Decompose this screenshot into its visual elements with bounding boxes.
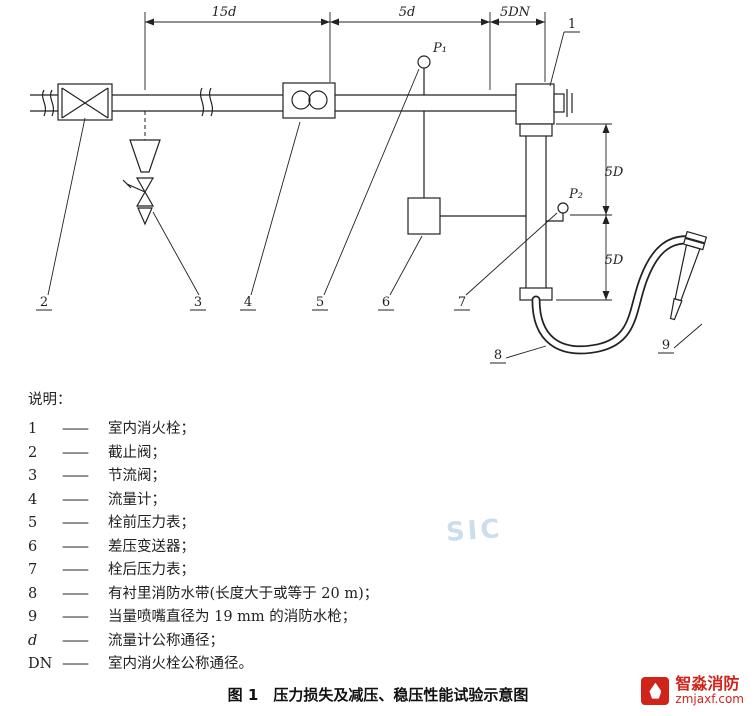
gauge-p2: P₂ [546,187,583,222]
legend-key: 7 [28,562,38,578]
brand-logo-icon [641,676,670,705]
legend-key: 1 [28,421,38,437]
dim-5d-lower-label: 5D [605,253,624,268]
legend-title: 说明： [28,392,72,408]
callout-7: 7 [454,212,558,311]
legend-item-7: 7 —— 栓后压力表； [28,558,728,582]
legend-text: 截止阀； [108,444,166,461]
legend-key: d [28,632,38,649]
legend-key: 5 [28,515,38,531]
legend-text: 有衬里消防水带(长度大于或等于 20 m)； [108,585,379,602]
callout-2: 2 [36,117,86,311]
diff-pressure-transducer [407,111,526,235]
figure-caption: 图 1 压力损失及减压、稳压性能试验示意图 [227,686,529,704]
legend-separator: —— [62,468,89,484]
brand-text: 智淼消防 zmjaxf.com [675,675,744,706]
legend-separator: —— [62,538,89,555]
legend-item-6: 6 —— 差压变送器； [28,535,728,559]
legend-text: 栓前压力表； [108,515,195,531]
pipe-break-mid [199,87,214,117]
legend-separator: —— [62,515,89,531]
p1-label: P₁ [432,41,447,56]
throttle-valve [122,111,161,226]
legend-text: 室内消火栓； [108,421,195,437]
legend-text: 栓后压力表； [108,562,195,578]
callout-3: 3 [152,211,206,311]
dim-5dn-label: 5DN [500,5,531,20]
callout-8: 8 [490,345,547,364]
legend-key: 8 [28,585,38,602]
legend-item-9: 9 —— 当量喷嘴直径为 19 mm 的消防水枪； [28,605,728,629]
legend-key: 2 [28,444,38,461]
legend-separator: —— [62,491,89,508]
legend: 说明： 1 —— 室内消火栓； 2 —— 截止阀； 3 —— 节流阀； 4 ——… [28,388,728,676]
legend-key: 9 [28,609,38,625]
legend-separator: —— [62,656,89,672]
dimension-right: 5D 5D [556,123,624,301]
svg-text:1: 1 [568,17,576,32]
legend-item-4: 4 —— 流量计； [28,488,728,512]
legend-separator: —— [62,421,89,437]
legend-key: DN [28,656,53,672]
legend-text: 流量计公称通径； [108,632,224,649]
legend-item-2: 2 —— 截止阀； [28,441,728,465]
dim-5d-upper-label: 5D [605,165,624,180]
callout-6: 6 [378,235,423,311]
brand-url: zmjaxf.com [675,691,744,706]
schematic-diagram: 15d 5d 5DN [30,5,708,364]
stop-valve [57,83,113,121]
p2-label: P₂ [568,187,583,202]
legend-text: 流量计； [108,491,166,508]
svg-text:2: 2 [40,295,48,310]
dimension-top: 15d 5d 5DN [144,5,546,90]
legend-separator: —— [62,562,89,578]
dim-15d-label: 15d [212,5,237,20]
svg-text:8: 8 [494,348,502,363]
svg-text:6: 6 [382,295,390,310]
svg-text:3: 3 [194,295,202,310]
legend-item-3: 3 —— 节流阀； [28,464,728,488]
legend-text: 差压变送器； [108,538,195,555]
legend-text: 节流阀； [108,468,166,484]
center-watermark: SIC [445,514,504,548]
nozzle [669,230,708,321]
callout-1: 1 [549,17,580,87]
hydrant [515,83,573,301]
callout-5: 5 [312,68,420,311]
flow-meter [282,82,336,119]
legend-separator: —— [62,585,89,602]
pipe-break-left [41,89,55,117]
legend-separator: —— [62,632,89,649]
callout-9: 9 [658,323,703,354]
legend-text: 室内消火栓公称通径。 [108,656,253,672]
legend-separator: —— [62,444,89,461]
legend-key: 6 [28,538,38,555]
svg-text:9: 9 [662,338,670,353]
brand-name: 智淼消防 [675,674,740,694]
legend-text: 当量喷嘴直径为 19 mm 的消防水枪； [108,609,357,625]
dim-5d-label: 5d [399,5,416,20]
legend-item-1: 1 —— 室内消火栓； [28,417,728,441]
legend-item-d: d —— 流量计公称通径； [28,629,728,653]
fire-hose [531,235,695,355]
svg-text:7: 7 [458,295,466,310]
callout-4: 4 [240,121,301,311]
svg-text:4: 4 [244,295,252,310]
legend-item-8: 8 —— 有衬里消防水带(长度大于或等于 20 m)； [28,582,728,606]
legend-item-dn: DN —— 室内消火栓公称通径。 [28,652,728,676]
legend-separator: —— [62,609,89,625]
gauge-p1: P₁ [417,41,447,95]
callouts: 1 2 3 4 5 6 7 [36,17,703,364]
legend-key: 4 [28,491,38,508]
brand-watermark: 智淼消防 zmjaxf.com [641,675,744,706]
legend-key: 3 [28,468,38,484]
svg-text:5: 5 [316,295,324,310]
legend-item-5: 5 —— 栓前压力表； [28,511,728,535]
